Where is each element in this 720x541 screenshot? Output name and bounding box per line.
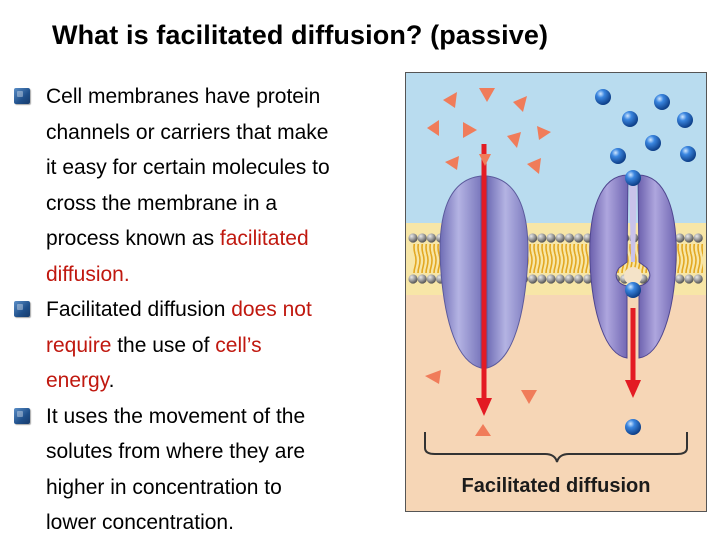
text-span: It uses the movement of the xyxy=(46,404,306,428)
bullet-line: solutes from where they are xyxy=(46,434,414,470)
lipid-head xyxy=(693,274,703,284)
lipid-head xyxy=(684,233,694,243)
lipid-head xyxy=(528,233,538,243)
text-span: channels or carriers that make xyxy=(46,120,329,144)
bullet-line: process known as facilitated xyxy=(46,221,414,257)
text-span: . xyxy=(108,369,115,392)
lipid-head xyxy=(408,274,418,284)
bullet-line: cross the membrane in a xyxy=(46,186,414,222)
bullet-line: energy. xyxy=(46,363,414,399)
text-span: require xyxy=(46,333,112,357)
text-span: solutes from where they are xyxy=(46,440,306,463)
text-span: it easy for certain molecules to xyxy=(46,156,330,179)
facilitated-diffusion-figure: Facilitated diffusion xyxy=(405,72,707,512)
text-span: energy xyxy=(46,369,109,392)
sphere-solutes xyxy=(595,89,696,435)
lipid-head xyxy=(528,274,538,284)
carrier-protein xyxy=(589,174,677,359)
membrane-transport-illustration: Facilitated diffusion xyxy=(405,72,707,512)
bullet-line: lower concentration. xyxy=(46,505,414,541)
lipid-head xyxy=(675,233,685,243)
lipid-head xyxy=(564,274,574,284)
text-span: Cell membranes have protein xyxy=(46,85,321,108)
bullet-line: it easy for certain molecules to xyxy=(46,150,414,186)
text-span: cell’s xyxy=(215,333,262,357)
text-span: does not xyxy=(231,298,312,321)
text-span: lower concentration. xyxy=(46,511,234,534)
lipid-head xyxy=(426,274,436,284)
bullet-line: Cell membranes have protein xyxy=(46,79,414,115)
text-span: facilitated xyxy=(219,227,309,250)
text-span: diffusion. xyxy=(46,262,130,286)
lipid-head xyxy=(574,274,584,284)
lipid-head xyxy=(417,274,427,284)
lipid-head xyxy=(408,233,418,243)
square-bullet-icon xyxy=(14,88,30,104)
square-bullet-icon xyxy=(14,301,30,317)
figure-caption: Facilitated diffusion xyxy=(462,475,651,497)
text-span: cross the membrane in a xyxy=(46,191,278,215)
transport-arrows xyxy=(476,144,641,416)
bullet-line: require the use of cell’s xyxy=(46,328,414,364)
square-bullet-icon xyxy=(14,407,30,424)
lipid-head xyxy=(555,274,565,284)
lipid-head xyxy=(555,233,565,243)
lipid-head xyxy=(693,233,703,243)
lipid-head xyxy=(546,233,556,243)
lipid-head xyxy=(564,233,574,243)
lipid-head xyxy=(684,274,694,284)
text-span: higher in concentration to xyxy=(46,475,282,499)
bullet-line: higher in concentration to xyxy=(46,470,414,506)
bullet-item: Cell membranes have protein channels or c… xyxy=(14,79,414,292)
triangle-solutes xyxy=(425,88,551,436)
channel-protein xyxy=(439,175,529,369)
lipid-head xyxy=(675,274,685,284)
text-span: the use of xyxy=(111,333,216,357)
lipid-head xyxy=(583,274,593,284)
lipid-head xyxy=(546,274,556,284)
bullet-list: Cell membranes have protein channels or c… xyxy=(14,79,414,541)
slide-title: What is facilitated diffusion? (passive) xyxy=(52,20,549,50)
text-span: Facilitated diffusion xyxy=(46,298,232,321)
bracket xyxy=(424,432,688,463)
lipid-head xyxy=(417,233,427,243)
bullet-line: diffusion. xyxy=(46,257,414,293)
bullet-line: channels or carriers that make xyxy=(46,115,414,151)
text-span: process known as xyxy=(46,227,220,250)
lipid-head xyxy=(537,274,547,284)
bullet-line: Facilitated diffusion does not xyxy=(46,292,414,328)
lipid-head xyxy=(574,233,584,243)
lipid-head xyxy=(426,233,436,243)
bullet-item: It uses the movement of the solutes from … xyxy=(14,399,414,541)
bullet-line: It uses the movement of the xyxy=(46,399,414,435)
lipid-head xyxy=(537,233,547,243)
